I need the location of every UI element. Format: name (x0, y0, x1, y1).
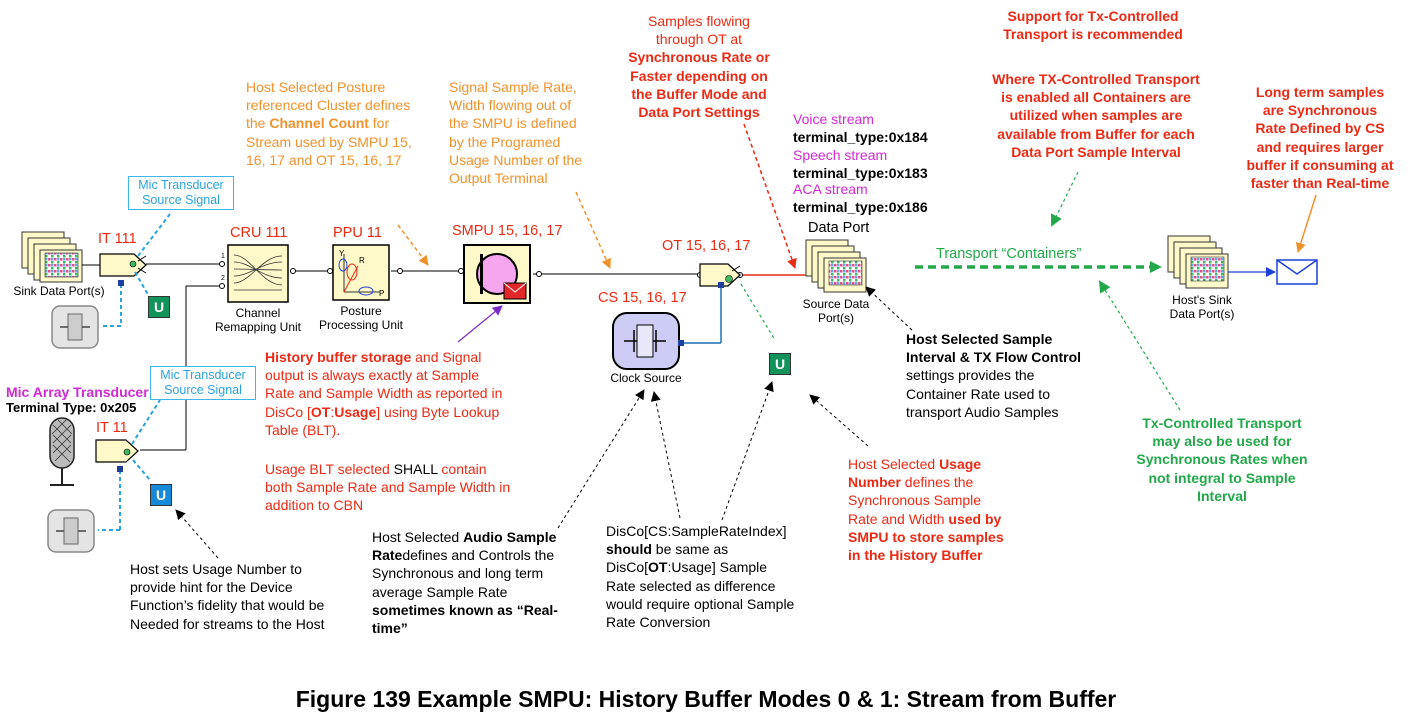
disco-note: DisCo[CS:SampleRateIndex] should be same… (606, 522, 832, 631)
ot-label: OT 15, 16, 17 (662, 238, 751, 254)
source-data-port-icon (805, 239, 867, 293)
usage-u-badge-ot[interactable]: U (769, 353, 791, 375)
history-b: and Signal output is always exactly at S… (265, 349, 503, 420)
host-usage-b: Usage Number (848, 456, 982, 491)
ppu-entity[interactable]: Y R P (332, 244, 390, 301)
terminal-type-label: Terminal Type: 0x205 (6, 400, 137, 415)
host-usage-note: Host Selected Usage Number defines the S… (848, 455, 1048, 564)
disco-c: be same as DisCo[ (606, 541, 729, 576)
speech-terminal-type: terminal_type:0x183 (793, 165, 928, 181)
envelope-icon (1276, 259, 1318, 285)
audio-rate-note: Host Selected Audio Sample Ratedefines a… (372, 528, 592, 637)
history-c: OT (310, 403, 331, 420)
support-tx-note: Support for Tx-Controlled Transport is r… (1003, 8, 1183, 43)
smpu-entity[interactable] (463, 244, 531, 304)
history-buffer-note: History buffer storage and Signal output… (265, 348, 565, 439)
signal-rate-note: Signal Sample Rate, Width flowing out of… (449, 79, 583, 187)
audio-rate-d: sometimes known as “Real- time” (372, 601, 558, 637)
source-data-port-label: Source Data Port(s) (802, 297, 870, 325)
aca-terminal-type: terminal_type:0x186 (793, 199, 928, 215)
cs-caption: Clock Source (610, 371, 682, 385)
transducer-icon-2 (47, 509, 95, 553)
posture-note: Host Selected Posture referenced Cluster… (246, 78, 446, 169)
history-e: Usage (334, 403, 377, 420)
usage-blt-note: Usage BLT selected SHALL contain both Sa… (265, 460, 565, 515)
ppu-caption: Posture Processing Unit (318, 304, 404, 332)
host-interval-a: Host Selected Sample Interval & TX Flow … (906, 331, 1082, 366)
aca-stream-label: ACA stream (793, 181, 868, 197)
ppu-axis-y: Y (339, 249, 345, 258)
samples-flowing-a: Samples flowing through OT at (648, 13, 750, 48)
annotation-arrows (175, 123, 1317, 559)
ppu-axis-p: P (379, 289, 384, 298)
port-number-2: 2 (221, 275, 225, 282)
mic-source-links (98, 213, 171, 531)
smpu-label: SMPU 15, 16, 17 (452, 223, 563, 239)
it111-entity[interactable] (99, 253, 147, 277)
host-usage-d: used by SMPU to store samples in the His… (848, 510, 1004, 564)
disco-a: DisCo[CS:SampleRateIndex] (606, 523, 787, 539)
usage-u-badge-1[interactable]: U (148, 296, 170, 318)
audio-rate-c: defines and Controls the Synchronous and… (372, 547, 555, 600)
host-interval-note: Host Selected Sample Interval & TX Flow … (906, 330, 1126, 421)
it11-control-dot (117, 466, 123, 472)
host-interval-b: settings provides the Container Rate use… (906, 367, 1059, 420)
ot-entity[interactable] (699, 263, 741, 288)
history-a: History buffer storage (265, 349, 412, 365)
disco-e: :Usage] Sample Rate selected as differen… (606, 559, 795, 631)
cs-entity[interactable] (612, 312, 684, 370)
mic-transducer-source-box-1: Mic Transducer Source Signal (128, 176, 234, 210)
tx-controlled-note: Tx-Controlled Transport may also be used… (1136, 415, 1308, 504)
ppu-axis-r: R (359, 256, 365, 265)
sink-data-port-label: Sink Data Port(s) (13, 284, 105, 298)
mic-array-label: Mic Array Transducer (6, 384, 149, 400)
usage-blt-b: SHALL (393, 461, 438, 477)
host-sink-data-port-label: Host's Sink Data Port(s) (1169, 293, 1235, 321)
voice-terminal-type: terminal_type:0x184 (793, 129, 928, 145)
host-usage-c: defines the Synchronous Sample Rate and … (848, 474, 982, 527)
speech-stream-label: Speech stream (793, 147, 888, 163)
host-sink-data-port-icon (1167, 235, 1229, 289)
it111-control-dot (118, 280, 124, 286)
usage-u-badge-2[interactable]: U (150, 484, 172, 506)
cru-entity[interactable] (227, 244, 289, 303)
samples-flowing-b: Synchronous Rate or Faster depending on … (628, 49, 770, 121)
usage-blt-c: contain both Sample Rate and Sample Widt… (265, 461, 511, 514)
disco-b: should (606, 541, 652, 558)
port-number-1: 1 (221, 253, 225, 260)
transport-containers-label: Transport “Containers” (936, 246, 1082, 262)
ppu-label: PPU 11 (333, 225, 382, 241)
mic-transducer-source-box-2: Mic Transducer Source Signal (150, 366, 256, 400)
posture-note-b: Channel Count (269, 115, 369, 132)
data-port-label: Data Port (808, 220, 870, 236)
cs-label: CS 15, 16, 17 (598, 290, 687, 306)
history-f: ] using Byte Lookup Table (BLT). (265, 403, 500, 438)
cru-caption: Channel Remapping Unit (214, 306, 302, 334)
host-usage-a: Host Selected (848, 456, 940, 472)
long-term-note: Long term samples are Synchronous Rate D… (1246, 84, 1394, 192)
audio-rate-b: Audio Sample Rate (372, 529, 557, 564)
posture-note-c: for Stream used by SMPU 15, 16, 17 and O… (246, 115, 412, 168)
sink-data-port-icon (21, 231, 83, 283)
where-tx-note: Where TX-Controlled Transport is enabled… (992, 71, 1200, 160)
it11-entity[interactable] (95, 439, 139, 463)
it111-label: IT 111 (98, 231, 137, 247)
figure-caption: Figure 139 Example SMPU: History Buffer … (295, 686, 1117, 712)
transducer-icon-1 (51, 305, 99, 349)
disco-d: OT (648, 559, 668, 576)
it11-label: IT 11 (96, 420, 128, 436)
audio-rate-a: Host Selected (372, 529, 464, 545)
microphone-icon (49, 417, 75, 486)
history-d: : (330, 403, 335, 420)
voice-stream-label: Voice stream (793, 111, 874, 127)
cru-label: CRU 111 (230, 225, 288, 241)
posture-note-a: Host Selected Posture referenced Cluster… (246, 79, 411, 132)
host-sets-note: Host sets Usage Number to provide hint f… (130, 561, 325, 632)
usage-blt-a: Usage BLT selected (265, 461, 394, 477)
